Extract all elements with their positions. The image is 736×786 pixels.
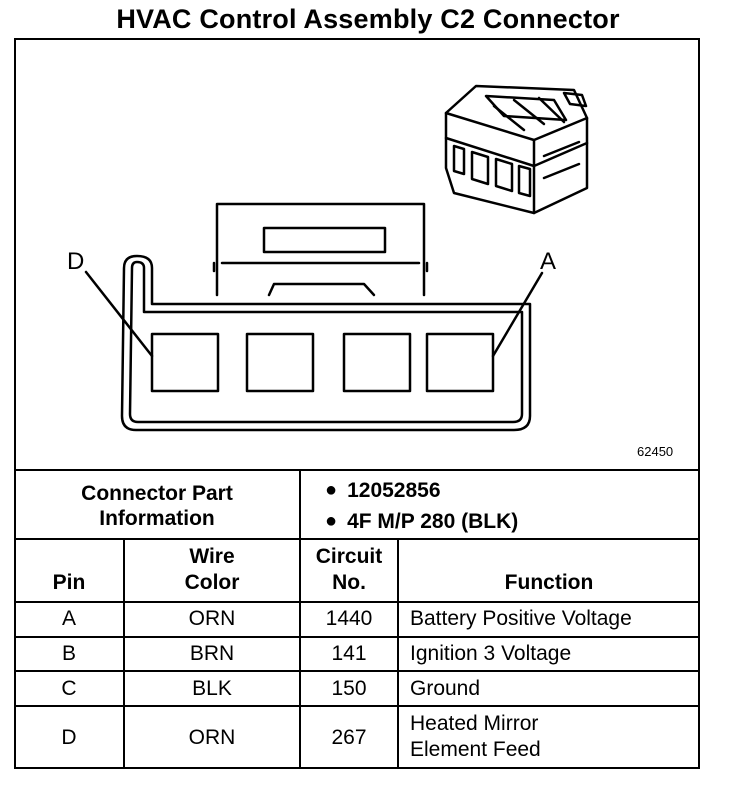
table-row-a-pin: A <box>61 607 76 630</box>
table-row-c-color: BLK <box>192 677 232 700</box>
table-row-c-circuit: 150 <box>331 677 367 700</box>
figure-id: 62450 <box>637 444 674 459</box>
part-description: 4F M/P 280 (BLK) <box>347 510 519 533</box>
table-row-d-function-line-2: Element Feed <box>410 738 541 761</box>
header-circuit-line-2: No. <box>332 571 366 594</box>
connector-3d-icon <box>444 84 589 215</box>
table-row-b-circuit: 141 <box>331 642 367 665</box>
pin-cavity-d <box>150 332 220 393</box>
callout-label-d: D <box>67 248 85 275</box>
part-info-item: ● 12052856 <box>325 479 441 503</box>
header-pin: Pin <box>52 571 86 594</box>
leader-line-a <box>491 271 544 358</box>
table-row-d-function-line-1: Heated Mirror <box>410 712 539 735</box>
header-wire-color-line-2: Color <box>184 571 240 594</box>
part-info-label-line-2: Information <box>99 507 215 530</box>
table-row-a-color: ORN <box>188 607 236 630</box>
table-row-b-function: Ignition 3 Voltage <box>410 642 572 665</box>
table-row-d-circuit: 267 <box>331 726 367 749</box>
outer-frame <box>14 38 700 769</box>
callout-label-a: A <box>540 248 557 275</box>
header-wire-color-line-1: Wire <box>189 545 235 568</box>
table-row-a-circuit: 1440 <box>325 607 373 630</box>
connector-diagram <box>14 38 700 470</box>
table-row-d-color: ORN <box>188 726 236 749</box>
table-row-c-function: Ground <box>410 677 481 700</box>
pin-cavity-a <box>425 332 495 393</box>
diagram-title: HVAC Control Assembly C2 Connector <box>116 4 620 34</box>
header-function: Function <box>504 571 594 594</box>
connector-face-body <box>120 254 532 432</box>
table-row-a-function: Battery Positive Voltage <box>410 607 632 630</box>
header-circuit-line-1: Circuit <box>315 545 383 568</box>
connector-drawing <box>84 84 589 432</box>
part-info-label-line-1: Connector Part <box>81 482 233 505</box>
table-row-d-pin: D <box>61 726 77 749</box>
pin-cavity-b <box>342 332 412 393</box>
leader-line-d <box>84 270 154 358</box>
connector-top-tab <box>212 202 429 297</box>
table-row-b-color: BRN <box>189 642 235 665</box>
table-row-c-pin: C <box>61 677 77 700</box>
part-info-item: ● 4F M/P 280 (BLK) <box>325 510 518 534</box>
bullet-icon: ● <box>325 510 338 532</box>
bullet-icon: ● <box>325 479 338 501</box>
table-row-b-pin: B <box>61 642 76 665</box>
part-number: 12052856 <box>347 479 441 502</box>
pin-cavity-c <box>245 332 315 393</box>
